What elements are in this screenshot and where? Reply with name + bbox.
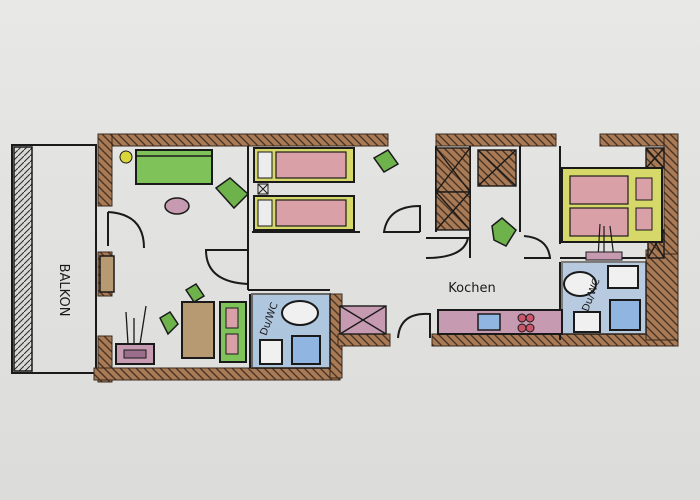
kitchen-counter — [437, 309, 563, 335]
kitchen-label: Kochen — [448, 281, 495, 296]
plant-right — [491, 217, 517, 247]
wardrobe-green — [219, 301, 247, 363]
plant-lower — [159, 282, 206, 336]
shelf-left — [99, 255, 115, 293]
double-bed — [561, 167, 663, 261]
armchair — [164, 177, 250, 215]
plant-middle — [372, 149, 400, 173]
outer-walls — [93, 133, 679, 383]
balcony-railing — [13, 146, 33, 372]
tv-stand — [115, 305, 155, 365]
bathroom-left: Du/WC — [251, 293, 331, 369]
balcony: BALKON — [11, 144, 97, 374]
sofa — [119, 149, 213, 185]
dining-table — [181, 301, 215, 359]
bed-lower — [253, 183, 355, 231]
wardrobe-units — [339, 147, 665, 335]
bed-upper — [253, 147, 355, 183]
doors — [107, 204, 552, 339]
bathroom-right: Du/WC — [561, 261, 647, 335]
balcony-label: BALKON — [56, 264, 71, 317]
